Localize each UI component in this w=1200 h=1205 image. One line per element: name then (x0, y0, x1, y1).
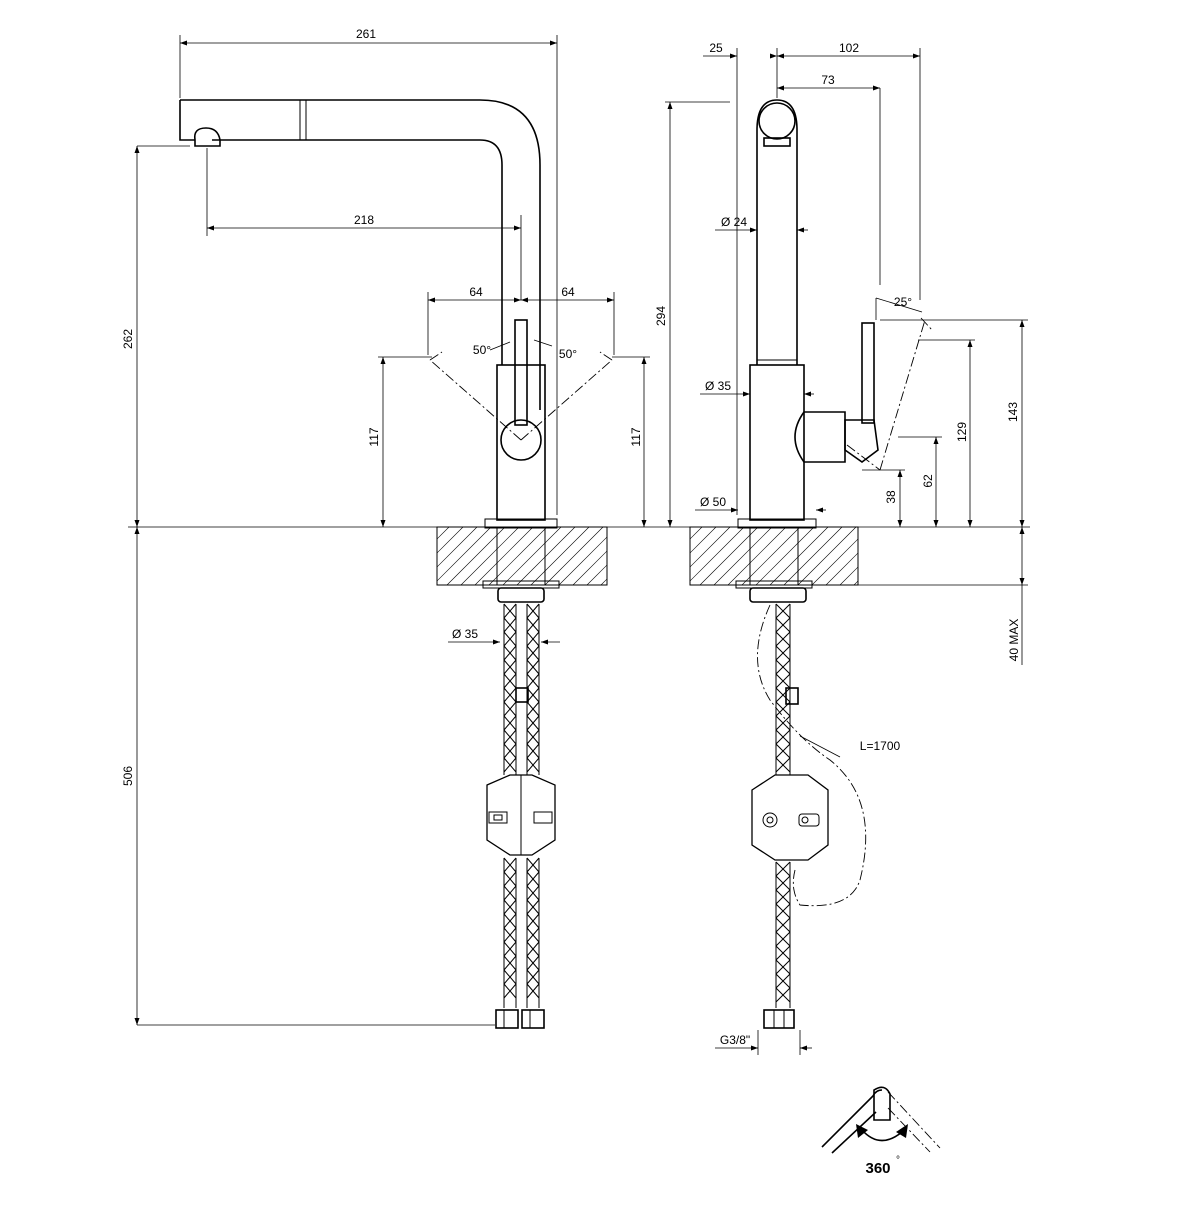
dim-hose-length: L=1700 (860, 739, 901, 753)
spray-head-side (758, 102, 796, 140)
rotation-360-icon: 360 ° (821, 1086, 941, 1177)
dim-spout-reach: 261 (356, 27, 376, 41)
hose-ferrule (515, 687, 529, 703)
dim-body-diameter: Ø 35 (705, 379, 731, 393)
dim-outlet-reach: 218 (354, 213, 374, 227)
dim-lever-height-left: 117 (367, 427, 381, 446)
dim-head-depth: 102 (839, 41, 859, 55)
dim-deck-thickness: 40 MAX (1007, 619, 1021, 662)
spout-outline-inner (179, 100, 503, 365)
hose-nut-left (495, 1009, 519, 1029)
lever-handle (514, 319, 528, 426)
base-rosette-side (737, 518, 817, 529)
hose-extension-path (757, 604, 867, 907)
lever-handle-side (861, 322, 875, 424)
mounting-nut (497, 587, 545, 603)
dim-tube-diameter: Ø 24 (721, 215, 747, 229)
lever-swing-right (520, 359, 613, 441)
dim-lever-height-right: 117 (629, 427, 643, 446)
hose-nut-right (521, 1009, 545, 1029)
rotation-arrow (861, 1129, 903, 1142)
dimension-lines-front (136, 35, 650, 1026)
dim-lever-top-height: 129 (955, 422, 969, 442)
deck-hatch-right (690, 527, 858, 585)
dimension-arrows-front (134, 40, 647, 1025)
lever-knob (500, 419, 542, 461)
rotation-label: 360 (865, 1160, 890, 1177)
dim-connection-thread: G3/8" (720, 1033, 750, 1047)
dim-lever-pivot-height: 62 (921, 474, 935, 488)
front-view: 261 218 64 64 50° 50° 262 117 117 506 Ø … (121, 27, 650, 1029)
dim-spout-height: 294 (654, 306, 668, 326)
dim-head-axis: 73 (821, 73, 835, 87)
check-valve-block-side (751, 774, 829, 861)
hose-nut-side (763, 1009, 795, 1029)
rotation-degree: ° (896, 1155, 900, 1166)
lever-swing-left (429, 359, 522, 441)
mixer-body-side (749, 364, 805, 521)
dim-top-offset: 25 (709, 41, 723, 55)
base-rosette (484, 518, 558, 529)
dim-lever-base-height: 38 (884, 490, 898, 504)
aerator-outlet (193, 127, 221, 147)
dim-lever-angle-right: 50° (559, 347, 577, 361)
dimension-arrows-side (667, 53, 1025, 1051)
dim-lever-left-reach: 64 (469, 285, 483, 299)
spout-tube-side (756, 99, 798, 365)
deck-hatch-left (437, 527, 607, 585)
dim-outlet-height: 262 (121, 329, 135, 349)
mixer-body (496, 364, 546, 521)
dim-below-deck-length: 506 (121, 766, 135, 786)
lever-hub-side (804, 411, 846, 463)
dim-lever-right-reach: 64 (561, 285, 575, 299)
lever-tilt-line (879, 319, 926, 471)
mounting-nut-side (749, 587, 807, 603)
dim-lever-tilt: 25° (894, 295, 912, 309)
dim-lever-total-height: 143 (1006, 402, 1020, 422)
dim-hose-diameter-front: Ø 35 (452, 627, 478, 641)
side-view: 25 102 73 294 Ø 24 25° Ø 35 Ø 50 143 129… (654, 41, 1028, 1055)
spout-outline-outer (180, 99, 541, 410)
dim-base-diameter: Ø 50 (700, 495, 726, 509)
dim-lever-angle-left: 50° (473, 343, 491, 357)
